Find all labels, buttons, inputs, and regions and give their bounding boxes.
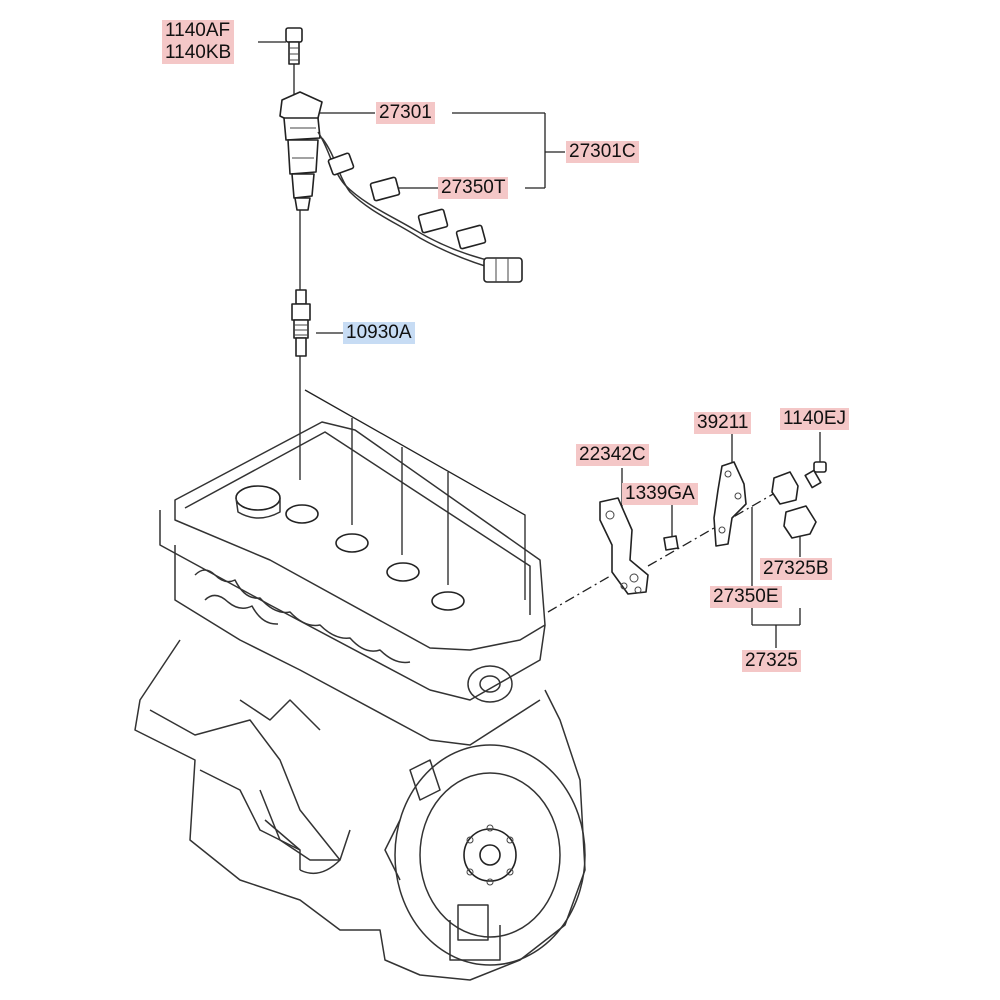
label-27350e[interactable]: 27350E [710, 586, 782, 608]
label-1140kb: 1140KB [165, 42, 232, 63]
bracket-39211 [713, 461, 747, 547]
label-22342c[interactable]: 22342C [576, 444, 649, 466]
bolt-1140ej [804, 461, 827, 489]
label-27350t[interactable]: 27350T [438, 177, 509, 199]
label-1140af: 1140AF [165, 20, 231, 41]
sensor [771, 471, 817, 539]
label-27325[interactable]: 27325 [742, 650, 801, 672]
label-1140ej[interactable]: 1140EJ [780, 408, 850, 430]
coil-harness [317, 131, 523, 283]
label-1339ga[interactable]: 1339GA [622, 483, 698, 505]
bracket-22342c [599, 497, 649, 595]
engine-block [134, 421, 586, 981]
label-27325b[interactable]: 27325B [760, 558, 832, 580]
bolt-1339ga [663, 535, 679, 551]
coil-bolt [285, 27, 303, 95]
label-10930a[interactable]: 10930A [343, 322, 415, 344]
ignition-coil [279, 91, 323, 211]
label-bolt-coil[interactable]: 1140AF 1140KB [162, 20, 235, 64]
label-27301[interactable]: 27301 [376, 102, 435, 124]
spark-plug [291, 289, 311, 357]
label-27301c[interactable]: 27301C [566, 141, 639, 163]
label-39211[interactable]: 39211 [694, 412, 752, 434]
leader-lines [258, 41, 821, 648]
